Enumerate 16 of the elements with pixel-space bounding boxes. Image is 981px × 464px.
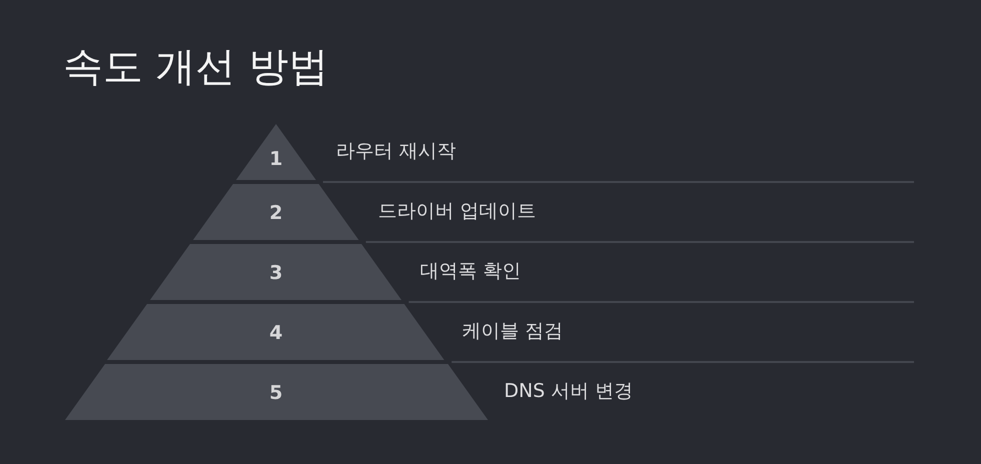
step-number: 3: [269, 262, 283, 284]
pyramid-layer: [150, 244, 402, 300]
pyramid-layer: [64, 364, 488, 420]
step-label: 라우터 재시작: [336, 139, 456, 163]
step-number: 4: [269, 322, 283, 344]
step-number: 2: [269, 202, 283, 224]
title: 속도 개선 방법: [63, 43, 328, 91]
step-label: DNS 서버 변경: [504, 379, 633, 403]
pyramid-layer: [107, 304, 445, 360]
step-label: 대역폭 확인: [420, 259, 522, 283]
step-number: 1: [269, 148, 283, 170]
step-label: 케이블 점검: [462, 319, 564, 343]
pyramid-layer: [193, 184, 359, 240]
pyramid-layer: [236, 124, 316, 180]
step-label: 드라이버 업데이트: [378, 199, 536, 223]
step-number: 5: [269, 382, 283, 404]
